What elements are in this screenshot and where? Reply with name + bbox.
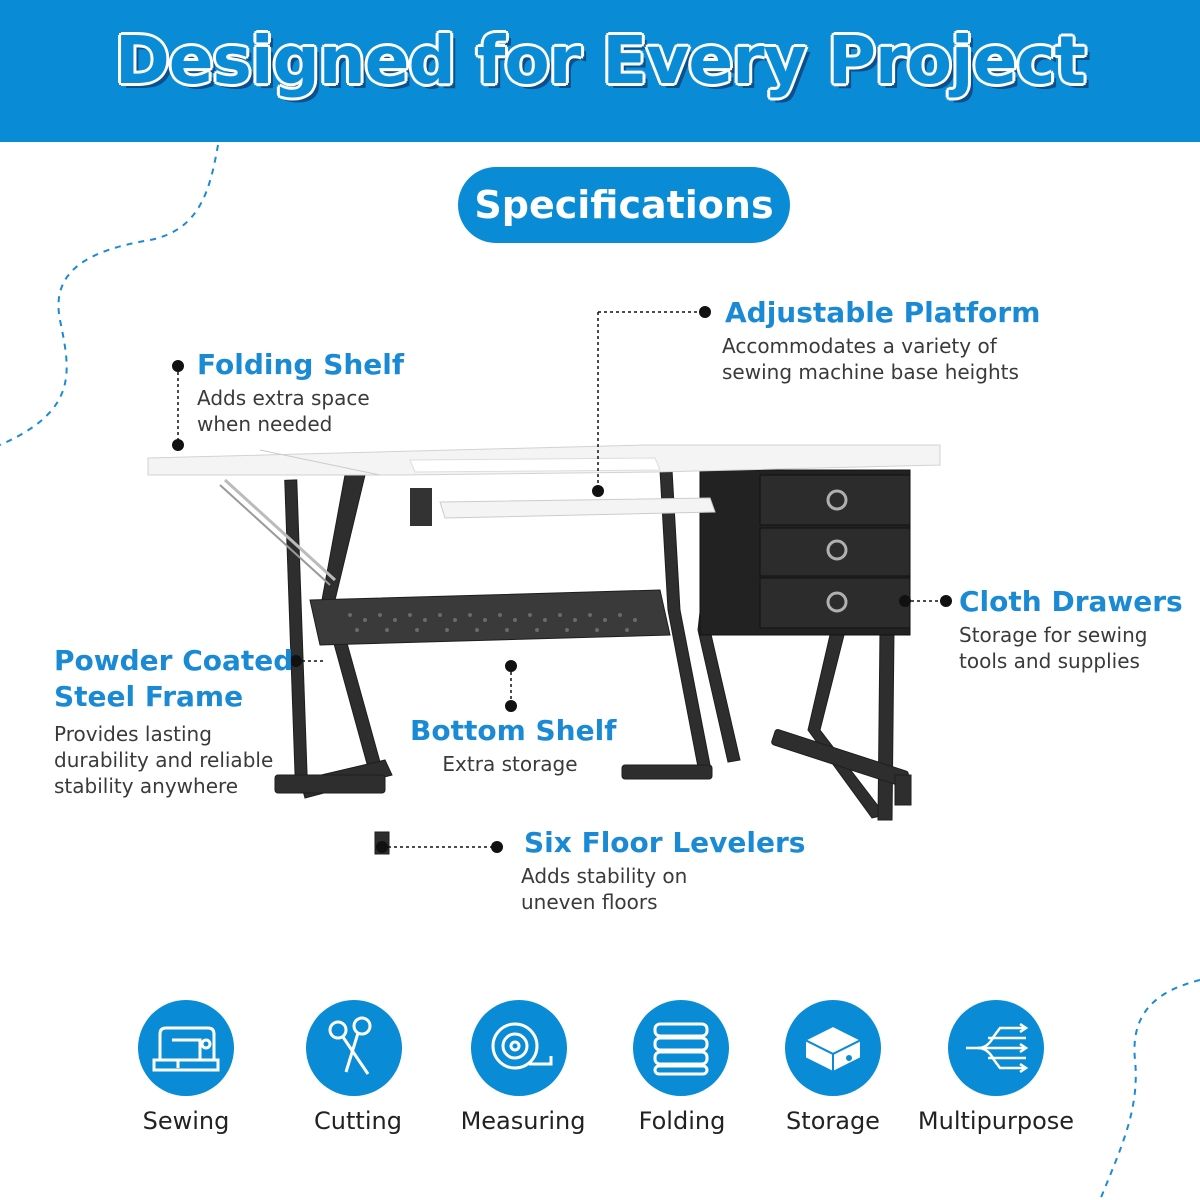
- feature-desc-line: stability anywhere: [54, 774, 239, 798]
- tape-measure-icon: [471, 1000, 567, 1096]
- feature-powder-coated-steel-frame: Powder Coated Steel Frame Provides lasti…: [54, 643, 293, 799]
- feature-desc-line: Adds stability on: [521, 864, 688, 888]
- use-label-folding: Folding: [638, 1107, 726, 1135]
- use-label-sewing: Sewing: [142, 1107, 230, 1135]
- feature-desc-line: Provides lasting: [54, 722, 212, 746]
- feature-cloth-drawers: Cloth Drawers Storage for sewing tools a…: [959, 585, 1183, 674]
- feature-desc-line: Storage for sewing: [959, 623, 1148, 647]
- feature-title-line: Powder Coated: [54, 644, 294, 677]
- feature-desc-line: Adds extra space: [197, 386, 370, 410]
- multi-arrows-icon: [948, 1000, 1044, 1096]
- feature-folding-shelf: Folding Shelf Adds extra space when need…: [197, 348, 404, 437]
- specifications-pill: Specifications: [458, 167, 790, 243]
- use-label-measuring: Measuring: [460, 1107, 586, 1135]
- use-label-storage: Storage: [786, 1107, 880, 1135]
- feature-desc-line: sewing machine base heights: [722, 360, 1019, 384]
- storage-box-icon: [785, 1000, 881, 1096]
- feature-desc-line: Accommodates a variety of: [722, 334, 997, 358]
- feature-title: Adjustable Platform: [725, 296, 1041, 329]
- feature-title: Cloth Drawers: [959, 585, 1183, 618]
- use-label-cutting: Cutting: [314, 1107, 402, 1135]
- folded-fabric-icon: [633, 1000, 729, 1096]
- feature-desc-line: when needed: [197, 412, 333, 436]
- feature-adjustable-platform: Adjustable Platform Accommodates a varie…: [722, 296, 1040, 385]
- feature-title: Six Floor Levelers: [524, 826, 806, 859]
- use-label-multipurpose: Multipurpose: [917, 1107, 1075, 1135]
- scissors-icon: [306, 1000, 402, 1096]
- header-banner: [0, 0, 1200, 142]
- feature-six-floor-levelers: Six Floor Levelers Adds stability on une…: [521, 826, 805, 915]
- feature-desc-line: Extra storage: [442, 752, 578, 776]
- page-title: Designed for Every Project: [115, 22, 1086, 99]
- feature-title: Bottom Shelf: [410, 714, 617, 747]
- feature-title: Folding Shelf: [197, 348, 405, 381]
- feature-desc-line: durability and reliable: [54, 748, 274, 772]
- feature-bottom-shelf: Bottom Shelf Extra storage: [410, 714, 617, 777]
- feature-desc-line: tools and supplies: [959, 649, 1140, 673]
- feature-desc-line: uneven floors: [521, 890, 658, 914]
- sewing-machine-icon: [138, 1000, 234, 1096]
- feature-title-line: Steel Frame: [54, 680, 244, 713]
